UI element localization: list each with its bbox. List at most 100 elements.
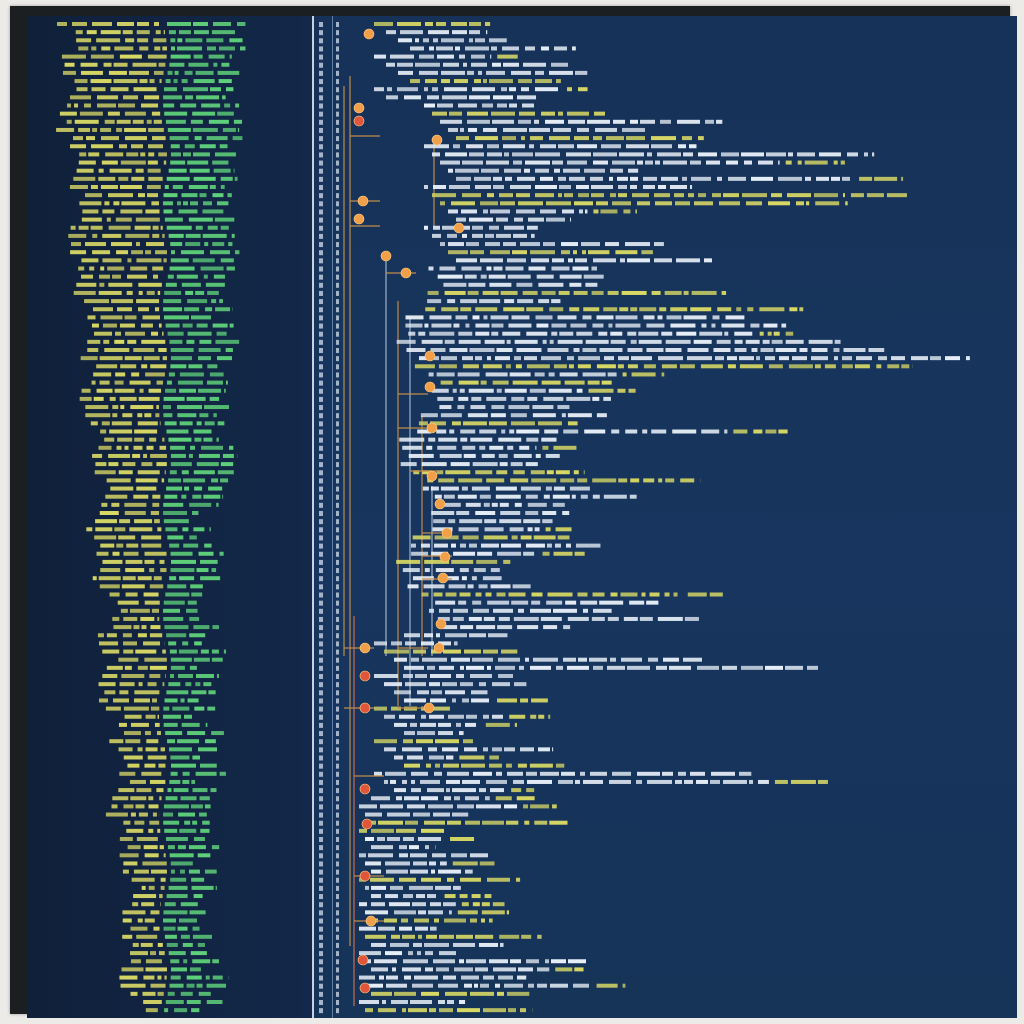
glyph-chunk [92, 307, 113, 312]
code-tree-line [374, 54, 492, 59]
line-number-mark [319, 299, 323, 305]
glyph-chunk [126, 828, 144, 833]
glyph-chunk [118, 657, 139, 662]
code-tree-line-tail [530, 470, 585, 475]
glyph-chunk [540, 209, 556, 214]
glyph-chunk [542, 445, 549, 450]
left-code-line-tail [166, 486, 223, 491]
glyph-chunk [374, 959, 397, 964]
glyph-chunk [179, 372, 204, 377]
glyph-chunk [543, 242, 555, 247]
glyph-chunk [90, 225, 103, 230]
glyph-chunk [116, 127, 123, 132]
glyph-chunk [439, 405, 452, 410]
left-code-line [82, 209, 160, 214]
glyph-chunk [502, 136, 516, 141]
glyph-chunk [658, 478, 663, 483]
line-number-mark [336, 62, 339, 68]
glyph-chunk [523, 519, 541, 524]
glyph-chunk [132, 119, 144, 124]
left-code-line [145, 1008, 158, 1013]
glyph-chunk [765, 429, 777, 434]
line-number-mark [319, 665, 323, 671]
glyph-chunk [121, 201, 146, 206]
glyph-chunk [170, 445, 186, 450]
glyph-chunk [405, 323, 423, 328]
glyph-chunk [404, 633, 420, 638]
glyph-chunk [534, 372, 545, 377]
left-code-line [70, 144, 164, 149]
line-number-mark [319, 437, 323, 443]
glyph-chunk [164, 625, 189, 630]
glyph-chunk [118, 176, 129, 181]
left-code-line [92, 307, 160, 312]
glyph-chunk [501, 649, 518, 654]
glyph-chunk [414, 975, 438, 980]
glyph-chunk [459, 388, 465, 393]
glyph-chunk [216, 331, 227, 336]
glyph-chunk [196, 95, 220, 100]
line-number-mark [336, 894, 339, 900]
glyph-chunk [187, 160, 209, 165]
left-code-line-tail [170, 861, 193, 866]
glyph-chunk [638, 331, 659, 336]
glyph-chunk [211, 299, 217, 304]
glyph-chunk [750, 323, 760, 328]
glyph-chunk [109, 429, 133, 434]
glyph-chunk [526, 307, 544, 312]
glyph-chunk [218, 46, 235, 51]
left-code-line-tail [165, 592, 203, 597]
left-code-line [122, 869, 167, 874]
glyph-chunk [209, 527, 211, 532]
glyph-chunk [136, 788, 152, 793]
line-number-mark [319, 502, 323, 508]
glyph-chunk [545, 453, 560, 458]
glyph-chunk [465, 869, 473, 874]
glyph-chunk [447, 1000, 454, 1004]
glyph-chunk [96, 38, 121, 43]
glyph-chunk [666, 315, 682, 320]
glyph-chunk [657, 152, 681, 157]
glyph-chunk [441, 307, 459, 312]
glyph-chunk [487, 152, 502, 157]
line-number-mark [336, 54, 339, 60]
left-code-line [91, 380, 163, 385]
glyph-chunk [197, 747, 217, 752]
line-number-mark [319, 258, 323, 264]
glyph-chunk [592, 478, 617, 483]
left-code-line [100, 568, 167, 573]
glyph-chunk [470, 674, 492, 678]
line-number-mark [336, 380, 339, 386]
glyph-chunk [163, 30, 165, 35]
glyph-chunk [657, 356, 683, 361]
glyph-chunk [167, 535, 184, 540]
line-number-mark [319, 991, 323, 997]
code-tree-line [365, 837, 441, 841]
glyph-chunk [111, 804, 118, 809]
line-number-mark [319, 951, 323, 957]
glyph-chunk [116, 119, 131, 124]
glyph-chunk [170, 755, 190, 760]
glyph-chunk [190, 315, 211, 320]
glyph-chunk [131, 877, 155, 882]
glyph-chunk [469, 152, 484, 157]
code-tree-line [432, 527, 540, 532]
glyph-chunk [449, 429, 455, 434]
glyph-chunk [150, 625, 161, 630]
left-code-line [123, 755, 167, 760]
glyph-chunk [78, 225, 89, 230]
glyph-chunk [591, 290, 604, 295]
glyph-chunk [553, 127, 571, 132]
glyph-chunk [163, 706, 170, 711]
glyph-chunk [162, 649, 166, 654]
glyph-chunk [516, 796, 535, 801]
glyph-chunk [170, 152, 181, 157]
glyph-chunk [199, 339, 212, 344]
code-tree-line [410, 46, 576, 51]
node-marker-icon [426, 422, 438, 434]
glyph-chunk [158, 348, 167, 352]
glyph-chunk [211, 649, 219, 654]
code-tree-line [432, 152, 875, 157]
glyph-chunk [788, 364, 813, 369]
glyph-chunk [410, 722, 417, 727]
